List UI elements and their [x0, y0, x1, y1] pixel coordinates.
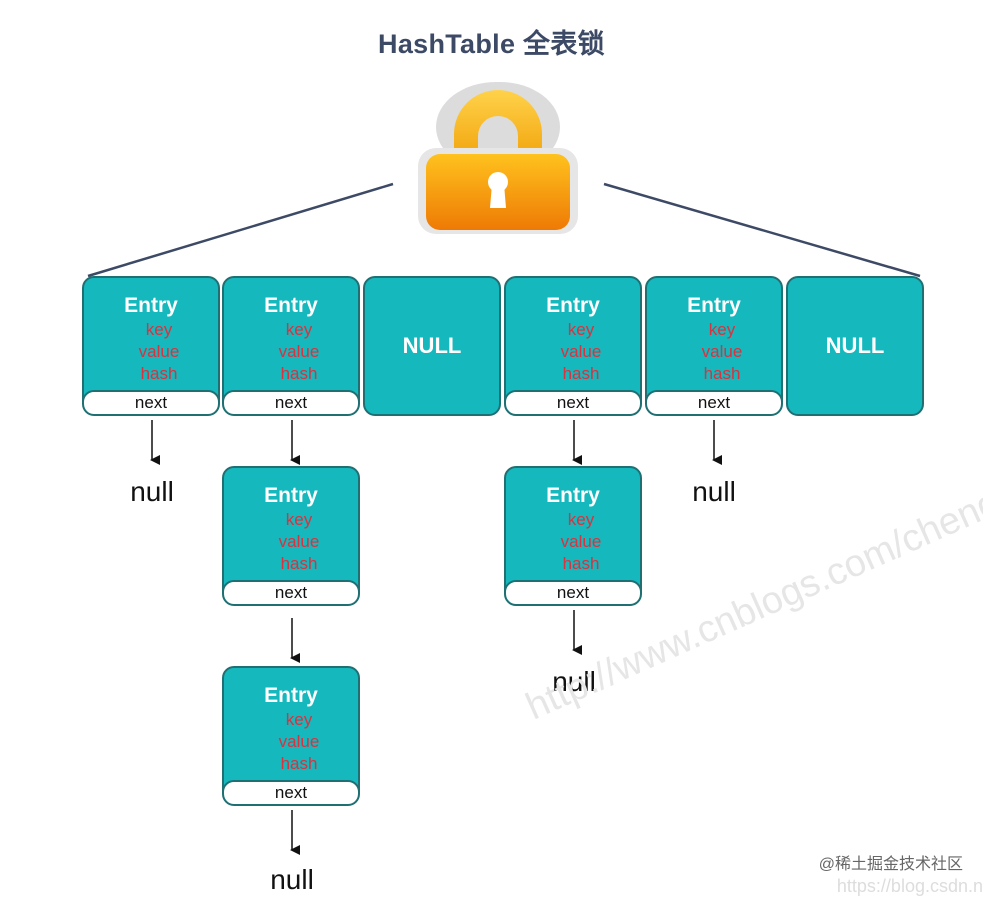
key-field: key	[567, 510, 595, 529]
hash-field: hash	[562, 554, 600, 573]
entry-label: Entry	[546, 484, 600, 507]
next-pointer: next	[84, 390, 218, 414]
hash-field: hash	[280, 754, 318, 773]
lock-icon	[418, 82, 578, 234]
entry-box: Entry key value hash next	[82, 276, 220, 416]
entry-label: Entry	[687, 294, 741, 317]
hash-field: hash	[280, 364, 318, 383]
next-pointer: next	[647, 390, 781, 414]
next-pointer: next	[224, 580, 358, 604]
null-slot: NULL	[786, 276, 924, 416]
null-terminal: null	[270, 864, 314, 895]
key-field: key	[145, 320, 173, 339]
value-field: value	[278, 532, 320, 551]
credit-url: https://blog.csdn.n	[836, 876, 983, 896]
entry-box: Entry key value hash next	[222, 276, 360, 416]
null-terminal: null	[692, 476, 736, 507]
hash-field: hash	[280, 554, 318, 573]
entry-box: Entry key value hash next	[222, 466, 360, 606]
lock-right-line	[603, 182, 921, 278]
lock-left-line	[87, 182, 394, 278]
entry-box: Entry key value hash next	[645, 276, 783, 416]
entry-label: Entry	[264, 294, 318, 317]
hash-field: hash	[562, 364, 600, 383]
hash-field: hash	[140, 364, 178, 383]
value-field: value	[701, 342, 743, 361]
next-pointer: next	[224, 780, 358, 804]
entry-label: Entry	[546, 294, 600, 317]
entry-box: Entry key value hash next	[222, 666, 360, 806]
next-pointer: next	[506, 390, 640, 414]
entry-box: Entry key value hash next	[504, 466, 642, 606]
entry-label: Entry	[264, 684, 318, 707]
value-field: value	[138, 342, 180, 361]
key-field: key	[285, 320, 313, 339]
hash-field: hash	[703, 364, 741, 383]
value-field: value	[278, 732, 320, 751]
next-pointer: next	[506, 580, 640, 604]
next-pointer: next	[224, 390, 358, 414]
key-field: key	[567, 320, 595, 339]
value-field: value	[278, 342, 320, 361]
credit-text: @稀土掘金技术社区	[818, 856, 963, 873]
null-slot: NULL	[363, 276, 501, 416]
null-terminal: null	[130, 476, 174, 507]
value-field: value	[560, 532, 602, 551]
diagram-title: HashTable 全表锁	[378, 29, 605, 59]
null-terminal: null	[552, 666, 596, 697]
key-field: key	[708, 320, 736, 339]
entry-label: Entry	[124, 294, 178, 317]
key-field: key	[285, 510, 313, 529]
key-field: key	[285, 710, 313, 729]
entry-box: Entry key value hash next	[504, 276, 642, 416]
entry-label: Entry	[264, 484, 318, 507]
value-field: value	[560, 342, 602, 361]
